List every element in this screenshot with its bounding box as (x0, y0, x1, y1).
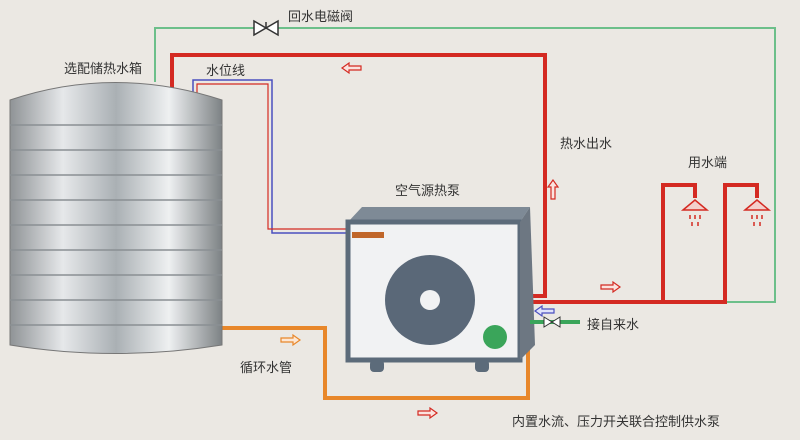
circulation-pipe-label: 循环水管 (240, 361, 293, 376)
tap-valve-icon (543, 316, 561, 328)
supply-branch-pipe (661, 183, 697, 302)
water-level-line-label: 水位线 (206, 64, 246, 79)
circulation-pipe (222, 326, 530, 400)
flow-arrow-left-icon (533, 304, 555, 318)
storage-tank-label: 选配储热水箱 (64, 62, 143, 77)
flow-arrow-left-icon (340, 61, 362, 75)
hot-water-pipe (170, 53, 547, 298)
tap-water-label: 接自来水 (587, 318, 640, 333)
shower-icon (680, 199, 710, 226)
hot-water-out-label: 热水出水 (560, 137, 613, 152)
solenoid-valve-label: 回水电磁阀 (288, 10, 354, 25)
storage-tank (9, 82, 223, 354)
flow-arrow-up-icon (546, 178, 560, 200)
water-end-label: 用水端 (688, 156, 728, 171)
flow-arrow-right-icon (417, 406, 439, 420)
return-water-pipe (154, 27, 776, 303)
solenoid-valve-icon (253, 19, 279, 37)
pump-control-label: 内置水流、压力开关联合控制供水泵 (512, 415, 721, 430)
flow-arrow-right-icon (600, 280, 622, 294)
flow-arrow-right-icon (280, 333, 302, 347)
heat-pump-unit (345, 207, 535, 372)
supply-pipe (528, 183, 759, 304)
shower-icon (742, 199, 772, 226)
heat-pump-label: 空气源热泵 (395, 184, 461, 199)
